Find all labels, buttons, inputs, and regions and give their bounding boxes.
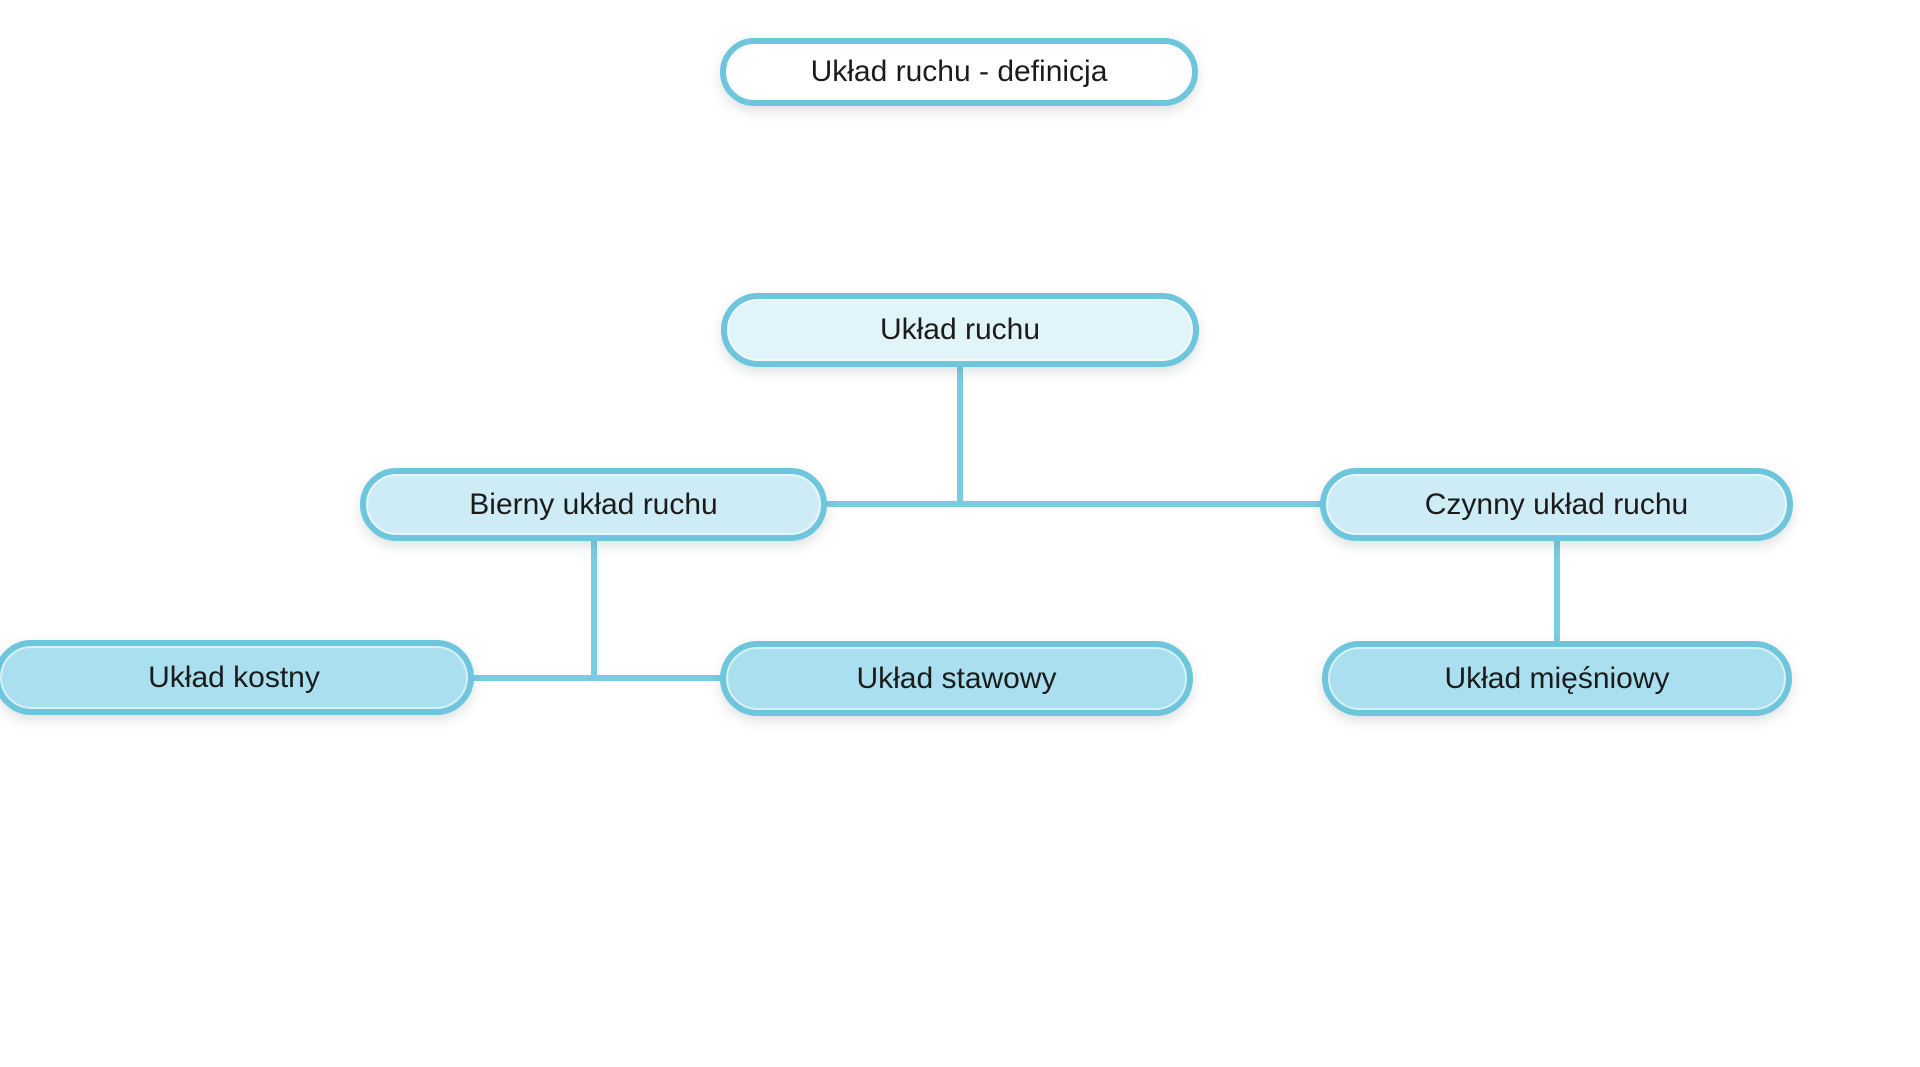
node-bierny-uklad-ruchu[interactable]: Bierny układ ruchu <box>360 468 827 541</box>
node-title-definicja[interactable]: Układ ruchu - definicja <box>720 38 1198 106</box>
node-miesniowy-label: Układ mięśniowy <box>1444 661 1670 695</box>
node-kostny-label: Układ kostny <box>148 660 320 694</box>
node-title-label: Układ ruchu - definicja <box>810 55 1108 88</box>
connector-root-to-children <box>957 366 963 506</box>
connector-czynny-to-miesniowy <box>1554 540 1560 642</box>
node-uklad-miesniowy[interactable]: Układ mięśniowy <box>1322 641 1792 716</box>
connector-bierny-to-children <box>591 540 597 681</box>
node-bierny-label: Bierny układ ruchu <box>469 487 718 521</box>
node-uklad-ruchu-label: Układ ruchu <box>879 313 1041 346</box>
node-uklad-ruchu[interactable]: Układ ruchu <box>721 293 1199 367</box>
node-czynny-label: Czynny układ ruchu <box>1424 487 1689 521</box>
node-czynny-uklad-ruchu[interactable]: Czynny układ ruchu <box>1320 468 1793 541</box>
node-uklad-kostny[interactable]: Układ kostny <box>0 640 474 715</box>
node-stawowy-label: Układ stawowy <box>856 661 1057 695</box>
connector-kostny-stawowy <box>472 675 722 681</box>
node-uklad-stawowy[interactable]: Układ stawowy <box>720 641 1193 716</box>
connector-bierny-czynny <box>826 501 1321 507</box>
